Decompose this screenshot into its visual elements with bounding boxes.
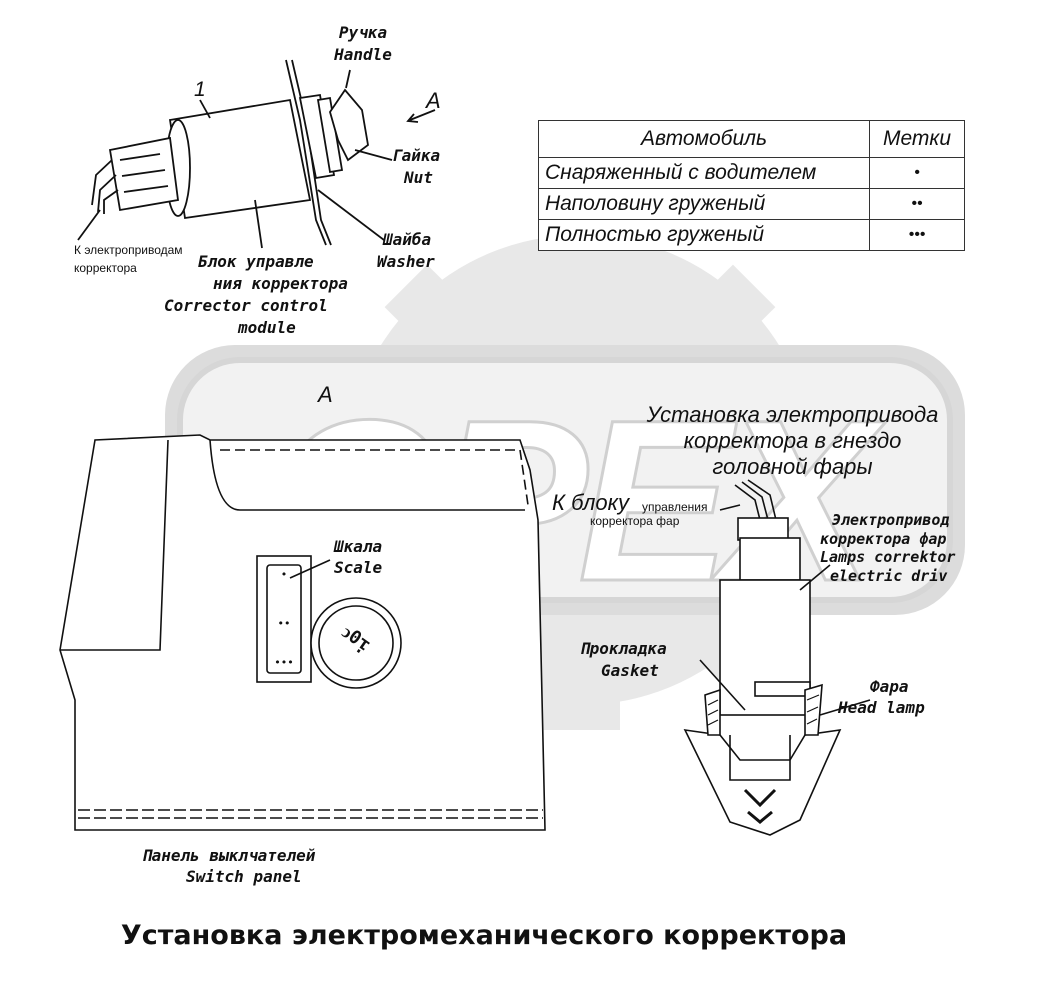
gasket-label-ru: Прокладка: [580, 639, 667, 658]
to-block-label: К блоку: [552, 490, 629, 515]
washer-label-en: Washer: [377, 252, 435, 271]
scale-label-ru: Шкала: [334, 537, 383, 556]
scale-label-en: Scale: [334, 558, 383, 577]
header-vehicle: Автомобиль: [538, 120, 870, 158]
table-row: Снаряженный с водителем •: [538, 157, 965, 189]
handle-label-ru: Ручка: [338, 23, 388, 42]
actuator-label-line4: electric driv: [830, 567, 948, 585]
washer-label-ru: Шайба: [383, 230, 432, 249]
load-marks-table: Автомобиль Метки Снаряженный с водителем…: [538, 120, 965, 251]
table-row: Наполовину груженый ••: [538, 188, 965, 220]
row-label: Полностью груженый: [538, 219, 870, 251]
switch-panel-label-ru: Панель выклчателей: [142, 846, 316, 865]
actuator-drawing: [683, 479, 871, 836]
scale-mark-3: •••: [274, 656, 294, 669]
install-title-line1: Установка электропривода: [646, 402, 939, 427]
module-label-line1: Блок управле: [198, 252, 314, 271]
actuator-label-line1: Электропривод: [832, 511, 950, 529]
figure-caption: Установка электромеханического корректор…: [120, 920, 848, 951]
wires-label-line2: корректора: [74, 261, 137, 275]
headlamp-label-en: Head lamp: [838, 698, 925, 717]
actuator-label-line3: Lamps correktor: [820, 548, 956, 566]
scale-mark-2: ••: [277, 617, 291, 630]
row-label: Наполовину груженый: [538, 188, 870, 220]
wires-label-line1: К электроприводам: [74, 243, 183, 257]
module-label-line4: module: [238, 318, 296, 337]
install-title-line2: корректора в гнездо: [683, 428, 902, 453]
row-mark: ••: [869, 188, 965, 220]
header-marks: Метки: [869, 120, 965, 158]
row-label: Снаряженный с водителем: [538, 157, 870, 189]
corrector-module-drawing: [77, 59, 436, 249]
nut-label-en: Nut: [404, 168, 433, 187]
module-label-line2: ния корректора: [213, 274, 348, 293]
arrow-a-label: A: [426, 88, 441, 113]
view-a-label: A: [318, 382, 333, 407]
gasket-label-en: Gasket: [601, 661, 659, 680]
switch-panel-drawing: [59, 434, 546, 831]
headlamp-label-ru: Фара: [870, 677, 909, 696]
to-block-small1: управления: [642, 500, 708, 514]
module-label-line3: Corrector control: [164, 296, 328, 315]
part-number-1: 1: [194, 78, 206, 101]
to-block-small2: корректора фар: [590, 514, 680, 528]
scale-mark-1: •: [280, 568, 288, 581]
table-header-row: Автомобиль Метки: [538, 120, 965, 158]
actuator-label-line2: корректора фар: [820, 530, 947, 548]
switch-panel-label-en: Switch panel: [186, 867, 302, 886]
row-mark: •: [869, 157, 965, 189]
install-title-line3: головной фары: [712, 454, 873, 479]
row-mark: •••: [869, 219, 965, 251]
handle-label-en: Handle: [334, 45, 392, 64]
table-row: Полностью груженый •••: [538, 219, 965, 251]
nut-label-ru: Гайка: [392, 146, 441, 165]
